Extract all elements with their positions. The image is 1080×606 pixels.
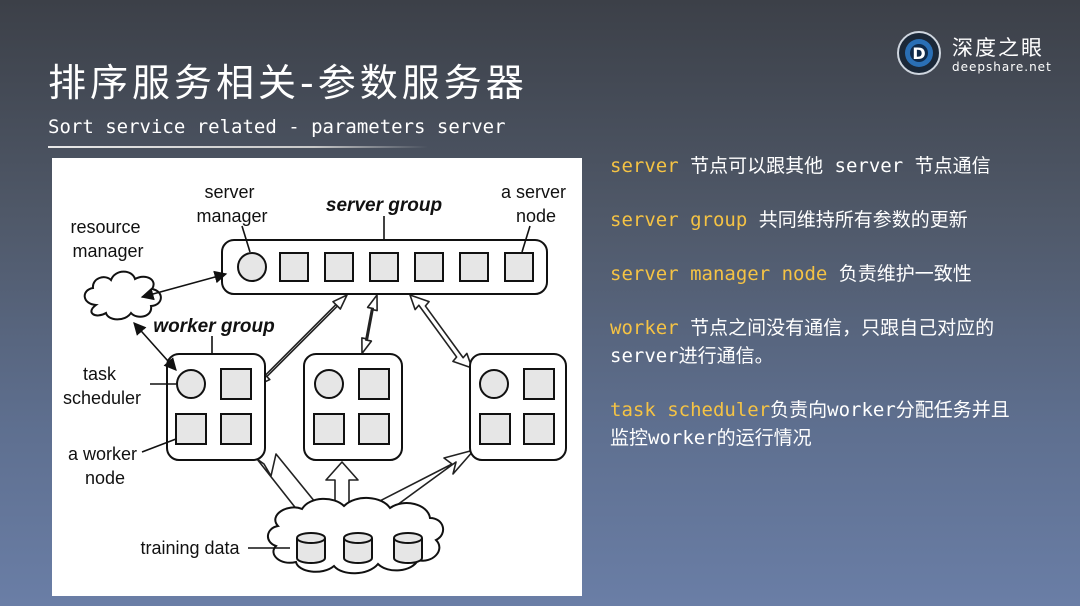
bullet-text: 负责维护一致性 bbox=[827, 263, 972, 285]
label-resource-manager: resource manager bbox=[70, 217, 145, 261]
worker-cell bbox=[220, 368, 252, 400]
leader-server-manager bbox=[241, 225, 251, 253]
arrow-server-worker-right bbox=[409, 294, 473, 369]
label-a-server-node: a server node bbox=[501, 182, 571, 226]
brand-url: deepshare.net bbox=[952, 60, 1052, 74]
worker-cell bbox=[523, 413, 555, 445]
data-cylinder bbox=[296, 532, 326, 564]
arrow-resource-to-server bbox=[140, 270, 228, 301]
bullet-text-continued: server进行通信。 bbox=[610, 345, 774, 367]
deepshare-eye-icon: D bbox=[897, 31, 941, 75]
bullet-keyword: server bbox=[610, 155, 679, 177]
brand-logo: D 深度之眼 deepshare.net bbox=[896, 30, 1056, 80]
task-scheduler-node bbox=[176, 369, 206, 399]
worker-cell bbox=[313, 413, 345, 445]
server-worker-links bbox=[255, 294, 473, 387]
parameter-server-diagram: server manager server group a server nod… bbox=[63, 182, 571, 575]
arrow-server-worker-center bbox=[361, 294, 378, 355]
label-worker-group: worker group bbox=[153, 316, 274, 337]
bullet-text-continued: 监控worker的运行情况 bbox=[610, 427, 812, 449]
server-node bbox=[324, 252, 354, 282]
arrow-data-worker-right bbox=[373, 449, 475, 517]
bullet-text: 节点之间没有通信，只跟自己对应的 bbox=[678, 317, 995, 339]
bullet-item: task scheduler负责向worker分配任务并且 监控worker的运… bbox=[610, 396, 1010, 452]
worker-cell bbox=[523, 368, 555, 400]
bullet-text: 节点可以跟其他 server 节点通信 bbox=[678, 155, 991, 177]
bullet-text: 负责向worker分配任务并且 bbox=[770, 399, 1010, 421]
worker-cell bbox=[220, 413, 252, 445]
bullet-item: server group 共同维持所有参数的更新 bbox=[610, 206, 968, 234]
arrow-resource-to-worker bbox=[133, 322, 177, 371]
data-cylinder bbox=[393, 532, 423, 564]
server-node bbox=[459, 252, 489, 282]
label-server-group: server group bbox=[326, 195, 442, 216]
label-server-manager: server manager bbox=[196, 182, 267, 226]
worker-cell bbox=[175, 413, 207, 445]
server-node bbox=[279, 252, 309, 282]
bullet-keyword: worker bbox=[610, 317, 679, 339]
label-training-data: training data bbox=[140, 538, 240, 558]
leader-server-node bbox=[521, 225, 531, 253]
bullet-keyword: task scheduler bbox=[610, 399, 771, 421]
worker-cell bbox=[479, 413, 511, 445]
label-a-worker-node: a worker node bbox=[68, 444, 142, 488]
diagram-panel: server manager server group a server nod… bbox=[52, 158, 582, 596]
slide-subtitle: Sort service related - parameters server bbox=[48, 116, 506, 138]
bullet-item: server manager node 负责维护一致性 bbox=[610, 260, 972, 288]
task-scheduler-node bbox=[479, 369, 509, 399]
leader-worker-node bbox=[141, 438, 177, 453]
title-underline bbox=[48, 146, 428, 148]
bullet-keyword: server manager node bbox=[610, 263, 828, 285]
server-manager-node bbox=[237, 252, 267, 282]
slide-title: 排序服务相关-参数服务器 bbox=[48, 61, 528, 105]
server-node bbox=[414, 252, 444, 282]
task-scheduler-node bbox=[314, 369, 344, 399]
brand-name: 深度之眼 bbox=[952, 36, 1044, 60]
bullet-item: server 节点可以跟其他 server 节点通信 bbox=[610, 152, 991, 180]
logo-mark-letter: D bbox=[912, 44, 925, 63]
bullet-keyword: server group bbox=[610, 209, 748, 231]
server-node bbox=[369, 252, 399, 282]
bullet-text: 共同维持所有参数的更新 bbox=[747, 209, 968, 231]
worker-cell bbox=[358, 413, 390, 445]
server-node bbox=[504, 252, 534, 282]
data-cylinder bbox=[343, 532, 373, 564]
label-task-scheduler: task scheduler bbox=[63, 364, 141, 408]
bullet-item: worker 节点之间没有通信，只跟自己对应的 server进行通信。 bbox=[610, 314, 994, 370]
worker-cell bbox=[358, 368, 390, 400]
